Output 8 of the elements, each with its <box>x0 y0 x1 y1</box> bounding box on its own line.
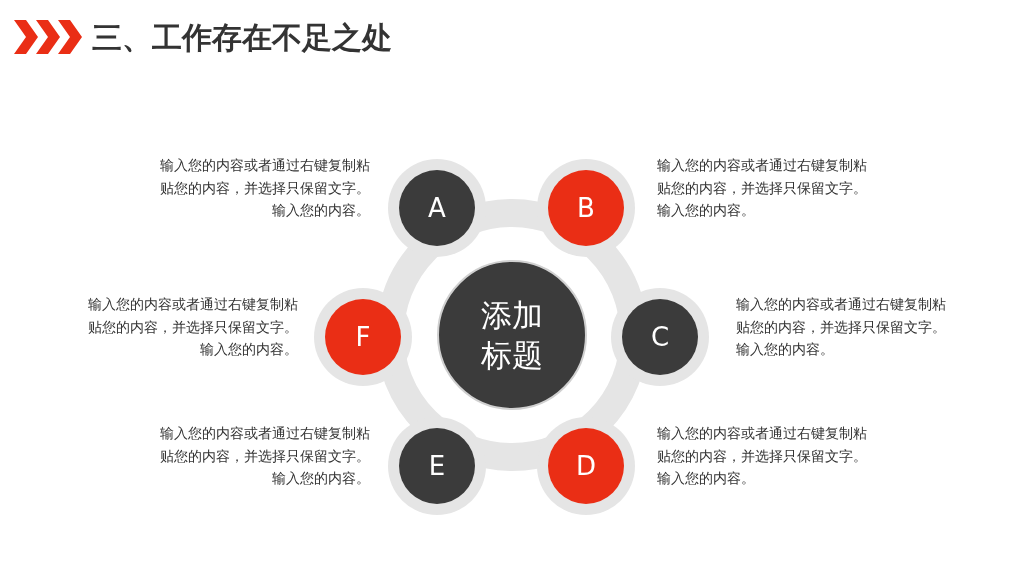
description-text: 输入您的内容或者通过右键复制粘贴您的内容，并选择只保留文字。输入您的内容。 <box>657 424 868 488</box>
title-circle: 添加标题 <box>437 260 587 410</box>
description-text: 输入您的内容或者通过右键复制粘贴您的内容，并选择只保留文字。输入您的内容。 <box>159 424 371 488</box>
description-text: 输入您的内容或者通过右键复制粘贴您的内容，并选择只保留文字。输入您的内容。 <box>736 295 947 359</box>
description-text: 输入您的内容或者通过右键复制粘贴您的内容，并选择只保留文字。输入您的内容。 <box>159 156 371 220</box>
description-text: 输入您的内容或者通过右键复制粘贴您的内容，并选择只保留文字。输入您的内容。 <box>657 156 868 220</box>
description-text: 输入您的内容或者通过右键复制粘贴您的内容，并选择只保留文字。输入您的内容。 <box>87 295 299 359</box>
slide-title: 三、工作存在不足之处 <box>92 19 392 57</box>
